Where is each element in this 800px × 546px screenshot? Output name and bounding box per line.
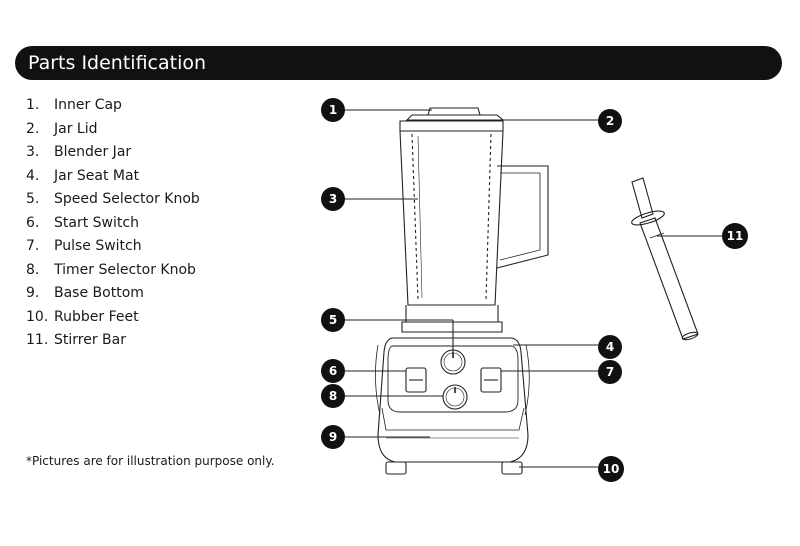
parts-list: 1. Inner Cap 2. Jar Lid 3. Blender Jar 4. Ja… xyxy=(26,95,200,354)
blender-jar xyxy=(399,130,549,333)
part-number: 4. xyxy=(26,167,40,184)
part-number: 1. xyxy=(26,97,40,113)
part-name: Timer Selector Knob xyxy=(54,261,196,278)
svg-text:6: 6 xyxy=(329,364,337,378)
part-number: 10. xyxy=(26,308,49,325)
svg-text:9: 9 xyxy=(329,430,337,444)
list-item: 2. Jar Lid xyxy=(26,119,200,143)
svg-text:4: 4 xyxy=(606,340,614,354)
part-number: 2. xyxy=(26,120,40,137)
callout-5: 5 xyxy=(321,308,345,332)
disclaimer-note: *Pictures are for illustration purpose o… xyxy=(26,454,275,468)
part-number: 9. xyxy=(26,285,40,301)
callout-10: 10 xyxy=(598,456,624,482)
part-name: Rubber Feet xyxy=(54,308,139,325)
callout-9: 9 xyxy=(321,425,345,449)
part-number: 5. xyxy=(26,191,40,207)
page-title: Parts Identification xyxy=(28,52,207,74)
part-number: 11. xyxy=(26,332,49,348)
part-name: Start Switch xyxy=(54,214,139,231)
callout-7: 7 xyxy=(598,360,622,384)
part-number: 3. xyxy=(26,144,40,160)
part-name: Base Bottom xyxy=(54,285,144,301)
part-number: 7. xyxy=(26,238,40,254)
callout-11: 11 xyxy=(722,223,748,249)
header-banner: Parts Identification xyxy=(15,46,782,80)
part-name: Inner Cap xyxy=(54,97,122,113)
part-name: Stirrer Bar xyxy=(54,332,126,348)
callout-6: 6 xyxy=(321,359,345,383)
pulse-switch xyxy=(480,367,502,393)
svg-text:11: 11 xyxy=(727,229,744,243)
stirrer-bar xyxy=(631,177,699,341)
svg-text:1: 1 xyxy=(329,103,337,117)
list-item: 4. Jar Seat Mat xyxy=(26,166,200,190)
callout-4: 4 xyxy=(598,335,622,359)
rubber-feet xyxy=(385,461,523,475)
part-name: Pulse Switch xyxy=(54,238,142,254)
part-name: Blender Jar xyxy=(54,144,132,160)
part-name: Jar Seat Mat xyxy=(54,167,140,184)
list-item: 9. Base Bottom xyxy=(26,283,200,307)
svg-text:10: 10 xyxy=(603,462,620,476)
callout-3: 3 xyxy=(321,187,345,211)
callout-8: 8 xyxy=(321,384,345,408)
list-item: 6. Start Switch xyxy=(26,213,200,237)
svg-text:7: 7 xyxy=(606,365,614,379)
svg-text:2: 2 xyxy=(606,114,614,128)
list-item: 5. Speed Selector Knob xyxy=(26,189,200,213)
part-name: Jar Lid xyxy=(54,120,98,137)
callout-2: 2 xyxy=(598,109,622,133)
list-item: 3. Blender Jar xyxy=(26,142,200,166)
jar-lid xyxy=(399,107,505,132)
list-item: 7. Pulse Switch xyxy=(26,236,200,260)
list-item: 1. Inner Cap xyxy=(26,95,200,119)
list-item: 10. Rubber Feet xyxy=(26,307,200,331)
start-switch xyxy=(405,367,427,393)
list-item: 8. Timer Selector Knob xyxy=(26,260,200,284)
list-item: 11. Stirrer Bar xyxy=(26,330,200,354)
speed-selector-knob xyxy=(440,349,466,375)
svg-text:5: 5 xyxy=(329,313,337,327)
timer-selector-knob xyxy=(442,384,468,410)
part-number: 8. xyxy=(26,261,40,278)
svg-text:8: 8 xyxy=(329,389,337,403)
callout-1: 1 xyxy=(321,98,345,122)
part-name: Speed Selector Knob xyxy=(54,191,200,207)
svg-text:3: 3 xyxy=(329,192,337,206)
part-number: 6. xyxy=(26,214,40,231)
